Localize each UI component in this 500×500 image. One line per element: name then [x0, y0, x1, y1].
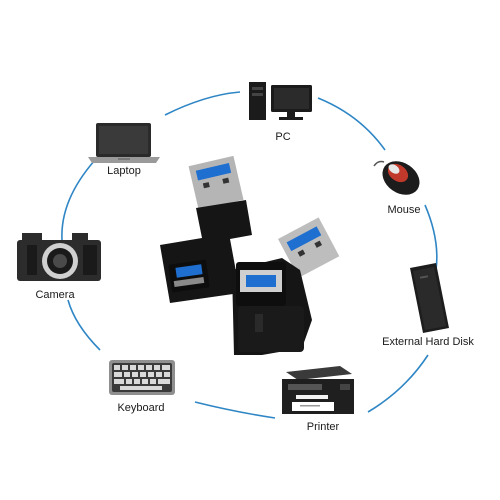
keyboard-label: Keyboard [117, 402, 165, 414]
mouse-label: Mouse [387, 204, 421, 216]
printer-label: Printer [306, 421, 340, 433]
camera-label: Camera [35, 289, 75, 301]
pc-label: PC [275, 131, 291, 143]
laptop-label: Laptop [107, 165, 141, 177]
external-hard-disk-label: External Hard Disk [382, 336, 474, 348]
